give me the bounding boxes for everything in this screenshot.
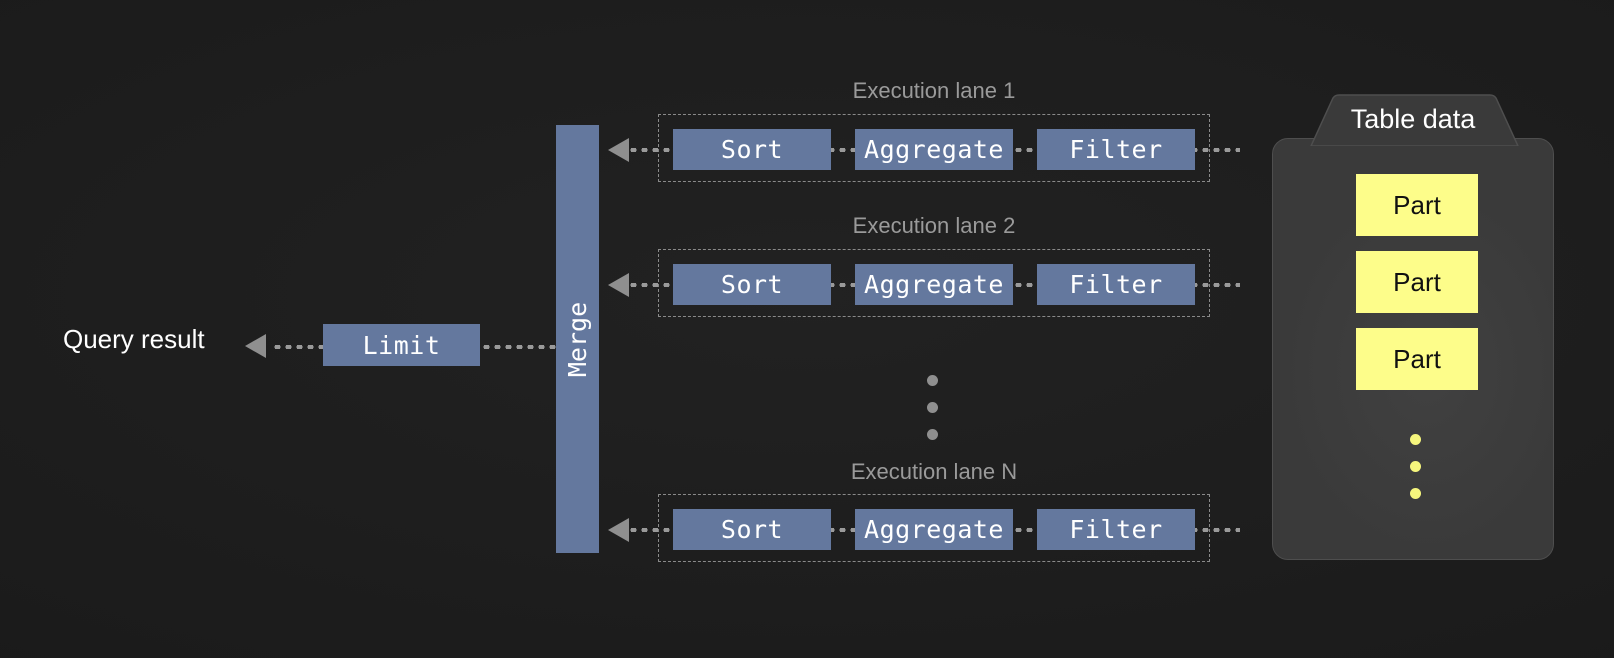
lane-1-container — [658, 114, 1210, 182]
table-data-title: Table data — [1350, 104, 1476, 134]
lane-2-stage-sort[interactable]: Sort — [673, 264, 831, 305]
lane-n-container — [658, 494, 1210, 562]
arrow-lane-n-to-merge — [608, 518, 629, 542]
merge-label: Merge — [563, 301, 593, 377]
lane-2-stage-aggregate[interactable]: Aggregate — [855, 264, 1013, 305]
lane-2-container — [658, 249, 1210, 317]
lane-ellipsis-icon — [927, 375, 938, 456]
table-part-ellipsis-icon — [1410, 434, 1421, 515]
lane-n-stage-filter[interactable]: Filter — [1037, 509, 1195, 550]
arrow-lane-2-to-merge — [608, 273, 629, 297]
arrow-to-query-result — [245, 334, 266, 358]
table-part-3[interactable]: Part — [1356, 328, 1478, 390]
lane-n-stage-sort[interactable]: Sort — [673, 509, 831, 550]
arrow-lane-1-to-merge — [608, 138, 629, 162]
lane-2-label: Execution lane 2 — [852, 213, 1016, 238]
table-part-2[interactable]: Part — [1356, 251, 1478, 313]
query-result-label: Query result — [63, 324, 205, 354]
table-data-tab-shape — [1303, 94, 1526, 146]
lane-1-stage-aggregate[interactable]: Aggregate — [855, 129, 1013, 170]
lane-2-stage-filter[interactable]: Filter — [1037, 264, 1195, 305]
lane-1-label: Execution lane 1 — [852, 78, 1016, 103]
lane-1-stage-sort[interactable]: Sort — [673, 129, 831, 170]
lane-n-label: Execution lane N — [850, 459, 1018, 484]
lane-1-stage-filter[interactable]: Filter — [1037, 129, 1195, 170]
merge-operator-bar[interactable]: Merge — [556, 125, 599, 553]
lane-n-stage-aggregate[interactable]: Aggregate — [855, 509, 1013, 550]
limit-operator-box[interactable]: Limit — [323, 324, 480, 366]
table-part-1[interactable]: Part — [1356, 174, 1478, 236]
